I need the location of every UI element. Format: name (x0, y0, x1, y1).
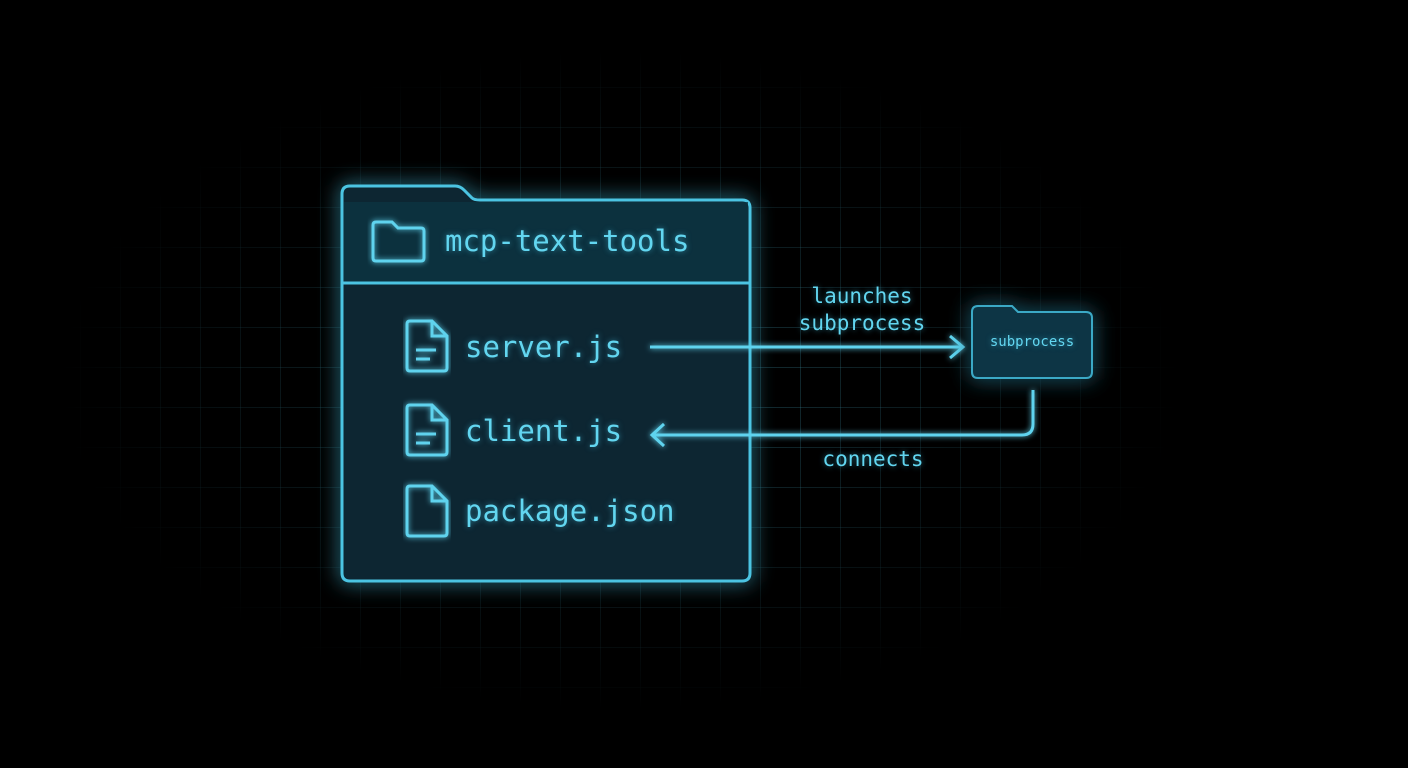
connect-label: connects (822, 447, 924, 471)
file-package-json: package.json (465, 494, 675, 528)
launch-arrow (650, 334, 966, 360)
connect-arrow (649, 390, 1035, 448)
text-file-icon (405, 403, 449, 457)
folder-icon (371, 220, 426, 263)
subprocess-label: subprocess (989, 334, 1075, 350)
folder-title: mcp-text-tools (445, 224, 690, 258)
launch-label-line2: subprocess (798, 311, 926, 335)
file-server-js: server.js (465, 330, 623, 364)
project-folder (340, 184, 752, 583)
file-client-js: client.js (465, 414, 623, 448)
subprocess-folder (971, 305, 1093, 379)
launch-label-line1: launches (811, 284, 913, 308)
file-icon (405, 484, 449, 538)
text-file-icon (405, 319, 449, 373)
folder-header (344, 202, 748, 283)
